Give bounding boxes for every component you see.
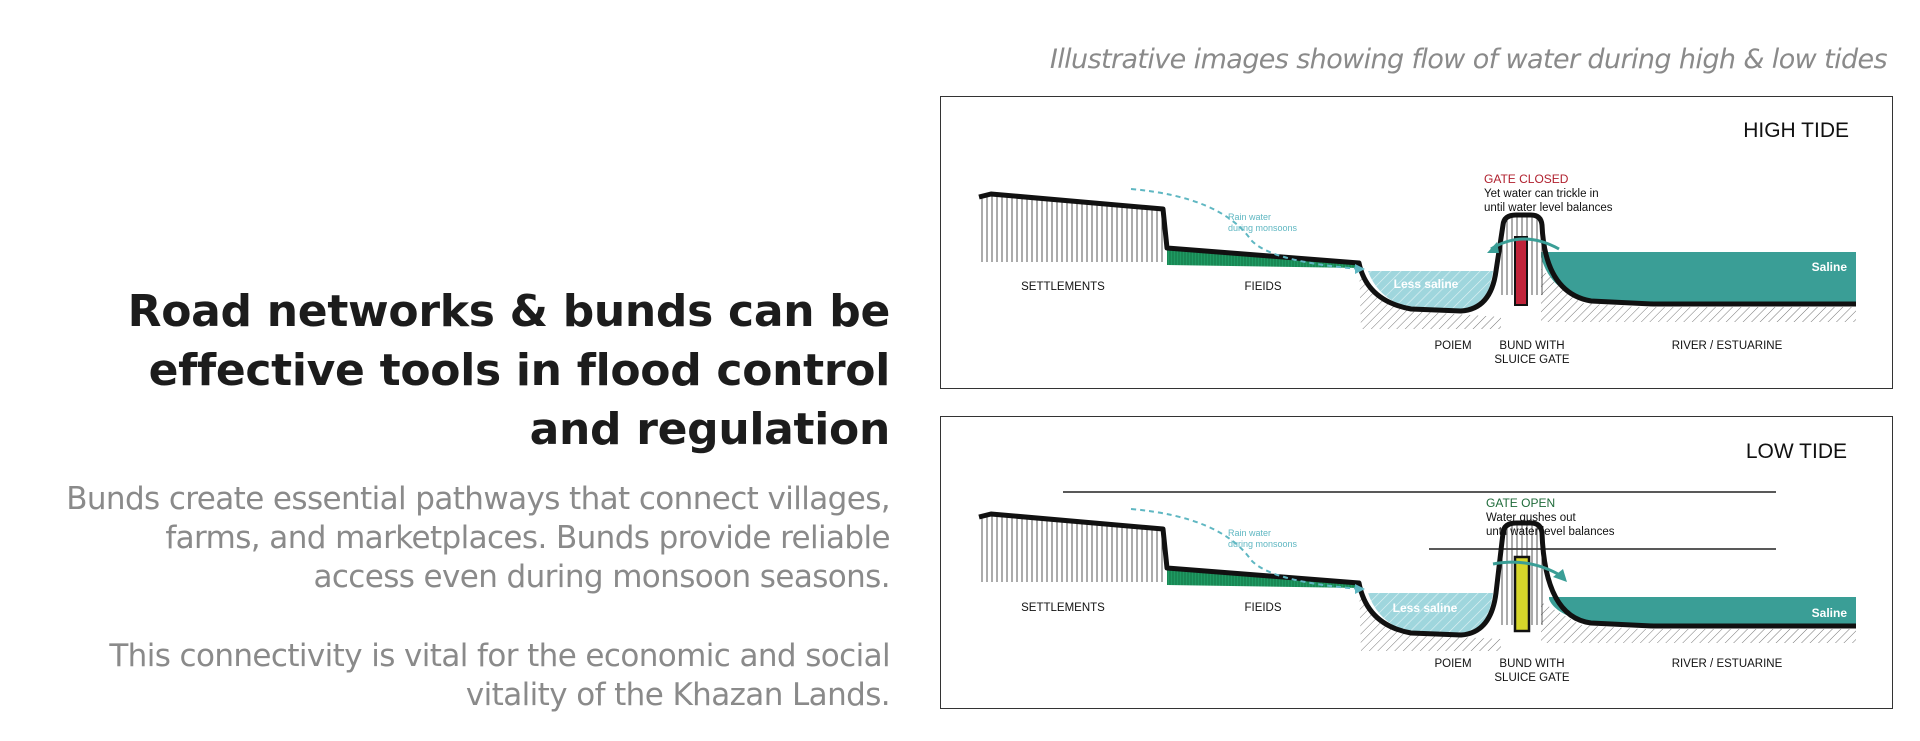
less-saline-label: Less saline [1394, 277, 1459, 291]
sluice-gate-open [1513, 555, 1531, 633]
paragraph-2-line-1: This connectivity is vital for the econo… [109, 638, 890, 674]
ground-line [978, 191, 1856, 314]
fields-label: FIEIDS [1244, 602, 1281, 614]
tide-title: LOW TIDE [1746, 440, 1847, 463]
rain-arrow [1130, 508, 1362, 590]
ground-hatch-channel [1359, 265, 1501, 329]
high-tide-svg: HIGH TIDE GATE CLOSED Yet water can tric… [978, 119, 1856, 366]
headline: Road networks & bunds can be effective t… [30, 282, 891, 459]
river-label: RIVER / ESTUARINE [1672, 340, 1783, 352]
gate-note-2: until water level balances [1484, 202, 1613, 214]
low-tide-svg: LOW TIDE GATE OPEN Water gushes out unti… [978, 440, 1856, 684]
fields-label: FIEIDS [1244, 281, 1281, 293]
bund-label-2: SLUICE GATE [1494, 672, 1570, 684]
rain-label-2: during monsoons [1228, 223, 1298, 233]
paragraph-2-line-2: vitality of the Khazan Lands. [465, 677, 891, 713]
headline-line-2: effective tools in flood control [148, 345, 891, 396]
rain-label-1: Rain water [1228, 528, 1271, 538]
settlements-hatch [979, 194, 1163, 262]
headline-line-1: Road networks & bunds can be [127, 286, 891, 337]
gate-note-1: Yet water can trickle in [1484, 188, 1599, 200]
less-saline-label: Less saline [1393, 601, 1458, 615]
saline-water [1541, 252, 1856, 304]
gate-note-2: until water level balances [1486, 526, 1615, 538]
paragraph-1-line-1: Bunds create essential pathways that con… [66, 481, 890, 517]
trickle-arrowhead [1487, 242, 1499, 253]
settlements-label: SETTLEMENTS [1021, 281, 1105, 293]
rain-arrow [1130, 188, 1362, 270]
rain-arrowhead [1355, 264, 1365, 274]
bund-label-1: BUND WITH [1499, 658, 1564, 670]
gate-status: GATE OPEN [1486, 496, 1555, 510]
paragraph-bunds: Bunds create essential pathways that con… [20, 480, 890, 597]
ground-hatch-river [1541, 269, 1856, 322]
ground-hatch-river [1541, 602, 1856, 643]
saline-label: Saline [1812, 606, 1848, 620]
gush-arrowhead [1553, 569, 1567, 582]
low-tide-diagram: LOW TIDE GATE OPEN Water gushes out unti… [940, 416, 1893, 709]
saline-water [1549, 597, 1856, 626]
poiem-label: POIEM [1434, 658, 1471, 670]
bund-label-1: BUND WITH [1499, 340, 1564, 352]
gush-arrow [1492, 560, 1564, 579]
headline-line-3: and regulation [529, 404, 891, 455]
ground-hatch-channel [1359, 585, 1501, 651]
diagram-caption: Illustrative images showing flow of wate… [1049, 44, 1888, 75]
river-label: RIVER / ESTUARINE [1672, 658, 1783, 670]
gate-status: GATE CLOSED [1484, 172, 1569, 186]
sluice-gate-closed [1514, 236, 1528, 306]
paragraph-1-line-2: farms, and marketplaces. Bunds provide r… [165, 520, 890, 556]
bund-label-2: SLUICE GATE [1494, 354, 1570, 366]
paragraph-connectivity: This connectivity is vital for the econo… [20, 637, 890, 715]
tide-title: HIGH TIDE [1743, 119, 1849, 142]
settlements-label: SETTLEMENTS [1021, 602, 1105, 614]
rain-label-2: during monsoons [1228, 539, 1298, 549]
text-column: Road networks & bunds can be effective t… [20, 0, 890, 741]
poiem-label: POIEM [1434, 340, 1471, 352]
less-saline-water [1368, 593, 1493, 635]
settlements-hatch [979, 514, 1163, 582]
high-tide-diagram: HIGH TIDE GATE CLOSED Yet water can tric… [940, 96, 1893, 389]
paragraph-1-line-3: access even during monsoon seasons. [313, 559, 890, 595]
gate-note-1: Water gushes out [1486, 512, 1577, 524]
rain-label-1: Rain water [1228, 212, 1271, 222]
less-saline-water [1368, 271, 1493, 311]
rain-arrowhead [1355, 584, 1365, 594]
ground-line [978, 511, 1856, 638]
saline-label: Saline [1812, 260, 1848, 274]
